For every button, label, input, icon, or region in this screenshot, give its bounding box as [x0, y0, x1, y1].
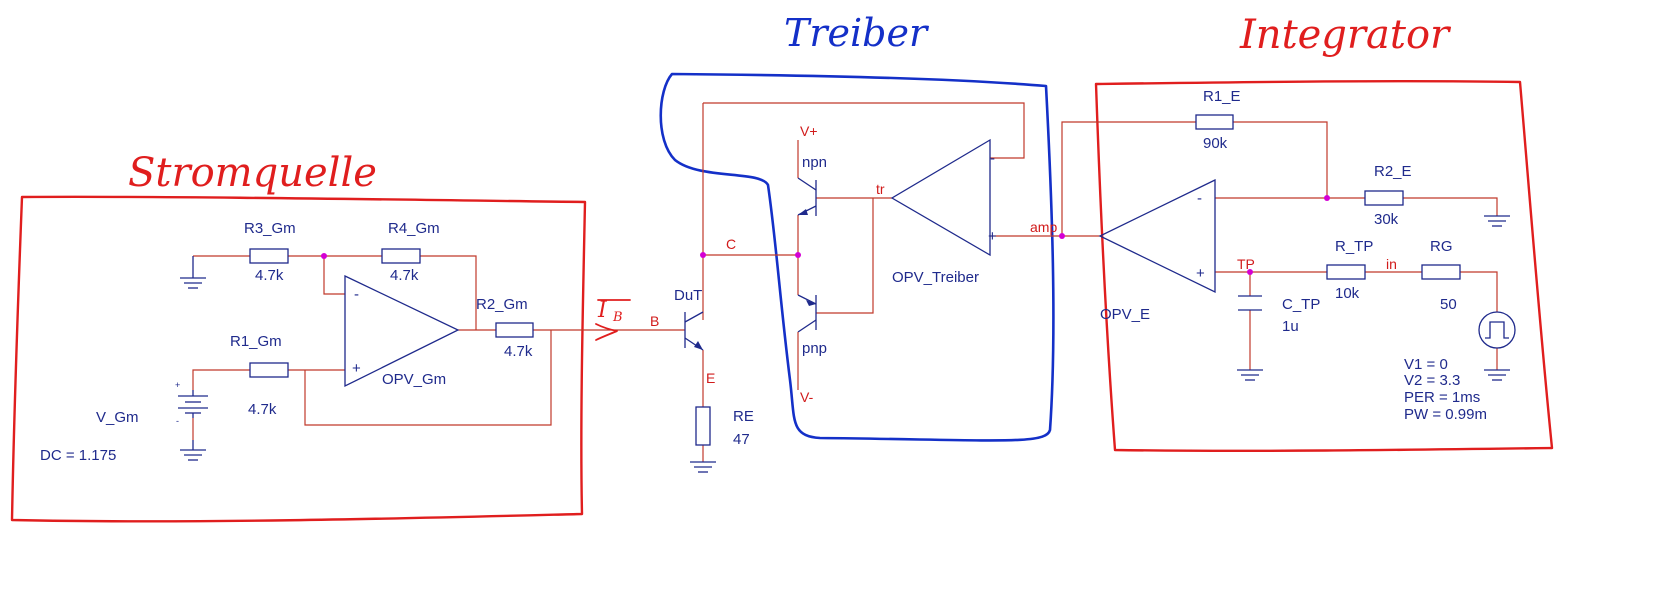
treiber-wires [702, 102, 1196, 462]
r1-gm-resistor[interactable] [249, 362, 289, 378]
net-tp-label: TP [1237, 256, 1255, 272]
opv-e-label: OPV_E [1100, 306, 1150, 323]
source-v2: V2 = 3.3 [1404, 372, 1460, 389]
opamp-plus-pin: + [988, 228, 997, 245]
re-label: RE [733, 408, 754, 425]
opamp-minus-pin: - [354, 286, 359, 303]
net-c-label: C [726, 236, 736, 252]
dut-transistor-icon[interactable] [684, 311, 704, 351]
rg-label: RG [1430, 238, 1453, 255]
junction-dot [1247, 269, 1253, 275]
r4-gm-resistor[interactable] [381, 248, 421, 264]
junction-dot [795, 252, 801, 258]
opv-treiber-opamp[interactable]: - + [890, 138, 997, 257]
svg-text:B: B [612, 310, 623, 325]
r2-e-value: 30k [1374, 211, 1399, 228]
opv-gm-opamp[interactable]: - + [344, 274, 460, 388]
v-gm-battery-icon[interactable]: + - [175, 380, 208, 426]
ground-symbol [180, 440, 206, 461]
rg-value: 50 [1440, 296, 1457, 313]
net-b-label: B [650, 313, 659, 329]
stromquelle-wires [192, 255, 685, 440]
stromquelle-title: Stromquelle [128, 150, 377, 196]
c-tp-label: C_TP [1282, 296, 1320, 313]
integrator-title: Integrator [1239, 12, 1452, 58]
r2-e-label: R2_E [1374, 163, 1412, 180]
r4-gm-label: R4_Gm [388, 220, 440, 237]
v-gm-dc-value: DC = 1.175 [40, 447, 116, 464]
junction-dot [700, 252, 706, 258]
integrator-region-outline [1094, 79, 1554, 453]
pulse-source-icon[interactable] [1478, 311, 1516, 349]
integrator-wires [1215, 121, 1498, 370]
c-tp-capacitor-icon[interactable] [1238, 295, 1262, 311]
r2-e-resistor[interactable] [1364, 190, 1404, 206]
pnp-transistor-icon[interactable] [797, 294, 817, 390]
net-e-label: E [706, 370, 715, 386]
ib-current-annotation: I B [595, 298, 631, 341]
r3-gm-label: R3_Gm [244, 220, 296, 237]
r4-gm-value: 4.7k [390, 267, 419, 284]
r1-gm-label: R1_Gm [230, 333, 282, 350]
pnp-label: pnp [802, 340, 827, 357]
source-pw: PW = 0.99m [1404, 406, 1487, 423]
r2-gm-resistor[interactable] [495, 322, 534, 338]
opamp-minus-pin: - [990, 150, 995, 167]
source-v1: V1 = 0 [1404, 356, 1448, 373]
r3-gm-value: 4.7k [255, 267, 284, 284]
opv-gm-label: OPV_Gm [382, 371, 446, 388]
r-tp-label: R_TP [1335, 238, 1373, 255]
v-gm-label: V_Gm [96, 409, 139, 426]
opamp-plus-pin: + [1196, 265, 1205, 282]
opamp-minus-pin: - [1197, 190, 1202, 207]
r1-e-resistor[interactable] [1195, 114, 1234, 130]
r3-gm-resistor[interactable] [249, 248, 289, 264]
net-in-label: in [1386, 256, 1397, 272]
r1-e-label: R1_E [1203, 88, 1241, 105]
stromquelle-region-outline [10, 195, 587, 523]
svg-text:+: + [175, 380, 180, 390]
net-vplus-label: V+ [800, 123, 818, 139]
opamp-plus-pin: + [352, 360, 361, 377]
r1-e-value: 90k [1203, 135, 1228, 152]
ground-symbol [1237, 369, 1263, 381]
svg-text:I: I [597, 298, 608, 323]
re-resistor[interactable] [695, 406, 711, 446]
junction-dot [321, 253, 327, 259]
rg-resistor[interactable] [1421, 264, 1461, 280]
source-per: PER = 1ms [1404, 389, 1480, 406]
re-value: 47 [733, 431, 750, 448]
dut-label: DuT [674, 287, 702, 304]
net-tr-label: tr [876, 181, 885, 197]
ground-symbol [690, 461, 716, 473]
c-tp-value: 1u [1282, 318, 1299, 335]
r-tp-value: 10k [1335, 285, 1360, 302]
net-amp-label: amp [1030, 219, 1057, 235]
net-vminus-label: V- [800, 389, 814, 405]
ground-symbol [1484, 369, 1510, 381]
ground-symbol [1484, 215, 1510, 227]
r-tp-resistor[interactable] [1326, 264, 1366, 280]
r1-gm-value: 4.7k [248, 401, 277, 418]
opv-e-opamp[interactable]: - + [1098, 178, 1216, 294]
svg-text:-: - [176, 416, 179, 426]
npn-transistor-icon[interactable] [797, 140, 817, 216]
npn-label: npn [802, 154, 827, 171]
r2-gm-label: R2_Gm [476, 296, 528, 313]
ground-symbol [180, 256, 206, 289]
r2-gm-value: 4.7k [504, 343, 533, 360]
treiber-region-outline [659, 72, 1055, 442]
treiber-title: Treiber [784, 11, 930, 55]
junction-dot [1059, 233, 1065, 239]
opv-treiber-label: OPV_Treiber [892, 269, 979, 286]
junction-dot [1324, 195, 1330, 201]
